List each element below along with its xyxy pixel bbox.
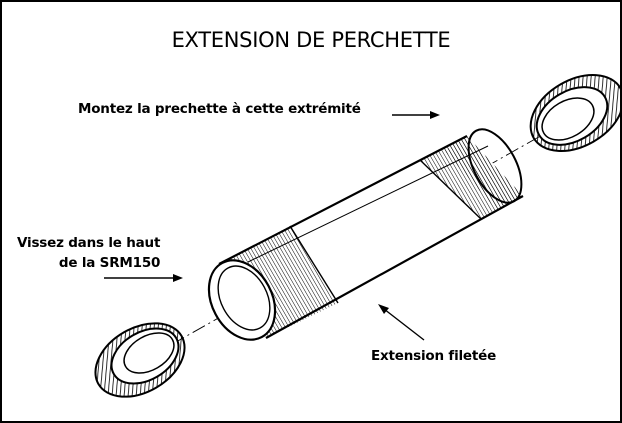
label-screw-line2: de la SRM150 [58, 255, 161, 271]
bottom-nut [94, 322, 186, 398]
label-threaded-extension: Extension filetée [371, 348, 497, 364]
threaded-pipe [207, 128, 524, 341]
arrow-top [392, 111, 440, 119]
label-screw-line1: Vissez dans le haut [17, 235, 161, 251]
diagram-title: EXTENSION DE PERCHETTE [171, 28, 451, 52]
arrow-left [104, 274, 183, 282]
arrow-bottom [378, 304, 425, 341]
top-nut [529, 74, 622, 152]
label-mount-end: Montez la prechette à cette extrémité [78, 101, 361, 117]
label-screw-into: Vissez dans le haut de la SRM150 [17, 233, 160, 273]
